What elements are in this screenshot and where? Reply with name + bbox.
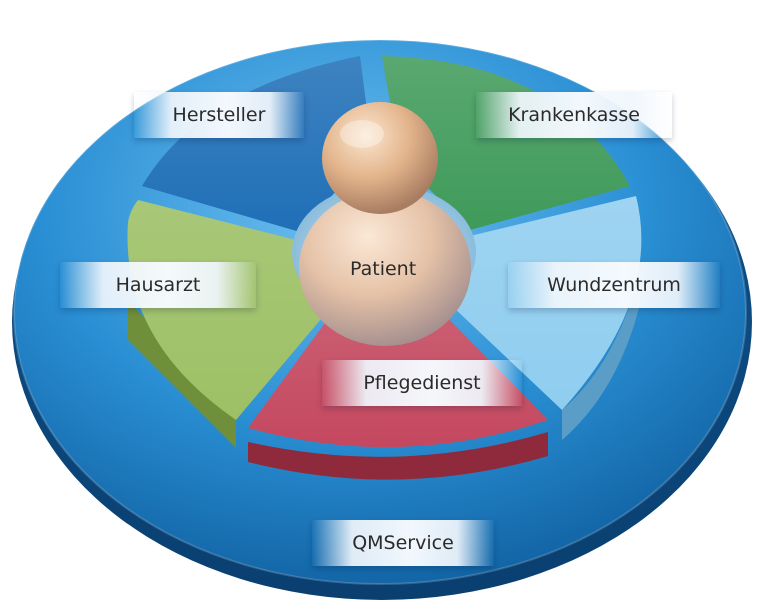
label-tag-krankenkasse: Krankenkasse — [476, 92, 672, 138]
label-tag-hausarzt: Hausarzt — [60, 262, 256, 308]
patient-figure — [299, 102, 471, 346]
label-tag-wundzentrum: Wundzentrum — [508, 262, 720, 308]
label-patient: Patient — [350, 258, 417, 280]
label-tag-pflegedienst: Pflegedienst — [322, 360, 522, 406]
label-wundzentrum: Wundzentrum — [547, 274, 681, 296]
label-krankenkasse: Krankenkasse — [508, 104, 640, 126]
patient-body — [299, 190, 471, 346]
label-tag-qmservice: QMService — [312, 520, 494, 566]
label-tag-hersteller: Hersteller — [134, 92, 304, 138]
label-hausarzt: Hausarzt — [115, 274, 201, 296]
patient-head — [322, 102, 438, 214]
label-qmservice: QMService — [352, 532, 454, 554]
label-hersteller: Hersteller — [172, 104, 266, 126]
label-pflegedienst: Pflegedienst — [363, 372, 481, 394]
